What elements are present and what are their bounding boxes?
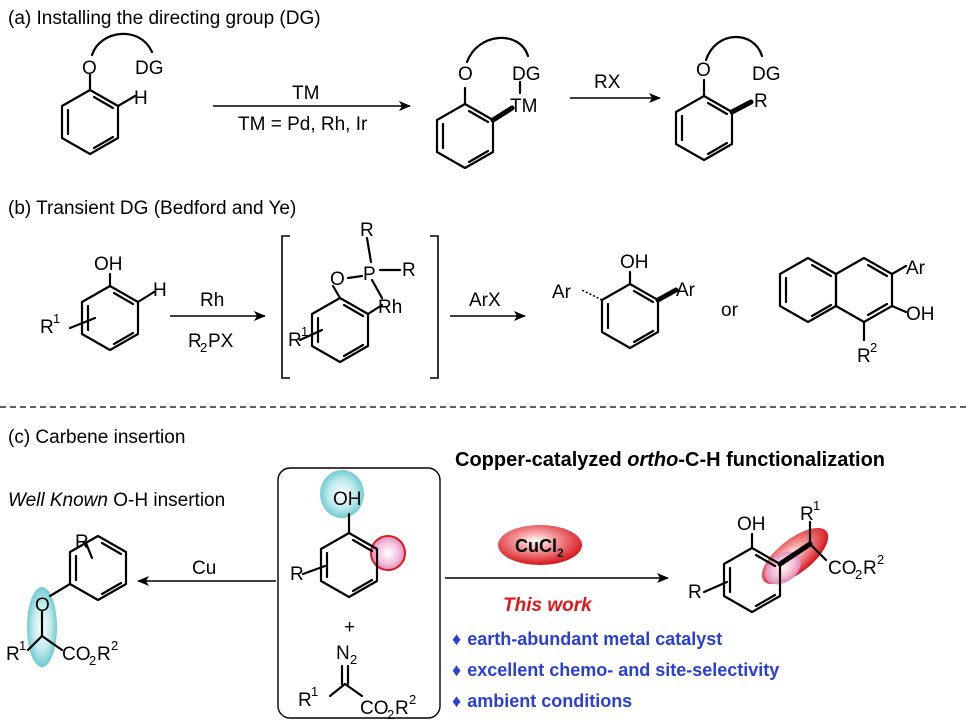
svg-text:R: R — [800, 504, 814, 525]
cucl2-catalyst-badge — [498, 525, 582, 565]
molecule-aryl-dg-start: O DG H — [60, 32, 164, 156]
molecule-diaryl-phenol: OH Ar Ar — [552, 252, 696, 350]
svg-text:R: R — [298, 690, 312, 711]
svg-text:DG: DG — [512, 64, 541, 85]
svg-text:R: R — [754, 91, 768, 112]
svg-text:R: R — [857, 346, 871, 367]
reagent-rx: RX — [594, 72, 621, 93]
svg-text:OH: OH — [333, 489, 362, 510]
svg-text:2: 2 — [409, 692, 416, 707]
svg-text:2: 2 — [89, 653, 96, 668]
svg-text:CO: CO — [828, 558, 857, 579]
bracket-right — [430, 235, 439, 379]
svg-text:Ar: Ar — [906, 258, 926, 279]
feature-list: ♦earth-abundant metal catalyst ♦excellen… — [452, 629, 779, 711]
svg-text:H: H — [153, 280, 167, 301]
svg-text:OH: OH — [620, 252, 649, 273]
svg-text:R: R — [863, 558, 877, 579]
molecule-naphthol: Ar OH R 2 — [778, 256, 935, 367]
svg-text:1: 1 — [19, 638, 26, 653]
section-a-title: (a) Installing the directing group (DG) — [8, 8, 321, 29]
svg-text:Ar: Ar — [552, 282, 572, 303]
svg-text:1: 1 — [311, 684, 318, 699]
svg-text:R: R — [188, 331, 202, 352]
svg-text:R: R — [97, 644, 111, 665]
molecule-phenol-c: OH R — [290, 489, 379, 599]
reagent-arx: ArX — [469, 290, 501, 311]
diazo-compound: N 2 R 1 CO 2 R 2 — [298, 643, 416, 722]
svg-text:R: R — [40, 317, 54, 338]
ortho-ch-highlight — [370, 535, 406, 571]
reagent-cu: Cu — [192, 558, 216, 579]
molecule-ortho-product: OH R 1 CO 2 R 2 R — [688, 498, 884, 614]
well-known-label: Well Known O-H insertion — [8, 490, 225, 511]
this-work-label: This work — [503, 595, 593, 616]
svg-text:1: 1 — [301, 324, 308, 339]
svg-text:P: P — [363, 264, 376, 285]
molecule-ether-product: R O R 1 CO 2 R 2 — [6, 532, 128, 668]
svg-text:H: H — [134, 88, 148, 109]
svg-text:DG: DG — [135, 58, 164, 79]
feature-item: ♦ambient conditions — [452, 691, 632, 711]
bracket-left — [281, 235, 290, 379]
feature-item: ♦earth-abundant metal catalyst — [452, 629, 722, 649]
svg-text:2: 2 — [855, 567, 862, 582]
plus-sign: + — [344, 617, 355, 638]
reagent-tm: TM — [292, 83, 319, 104]
svg-text:1: 1 — [53, 311, 60, 326]
svg-text:R: R — [75, 532, 89, 553]
svg-text:R: R — [402, 260, 416, 281]
svg-text:O: O — [35, 595, 50, 616]
section-b-title: (b) Transient DG (Bedford and Ye) — [8, 198, 296, 219]
svg-text:TM: TM — [510, 96, 537, 117]
molecule-rh-intermediate: O P R R Rh R 1 — [288, 220, 416, 364]
svg-text:2: 2 — [350, 652, 357, 667]
svg-text:OH: OH — [737, 514, 766, 535]
svg-text:O: O — [330, 269, 345, 290]
svg-text:N: N — [336, 643, 350, 664]
svg-text:R: R — [6, 644, 20, 665]
svg-text:2: 2 — [200, 340, 207, 355]
svg-text:R: R — [290, 564, 304, 585]
svg-text:OH: OH — [906, 304, 935, 325]
svg-text:2: 2 — [387, 707, 394, 722]
svg-text:2: 2 — [111, 638, 118, 653]
svg-text:R: R — [688, 582, 702, 603]
svg-text:R: R — [360, 220, 374, 241]
svg-text:CO: CO — [360, 698, 389, 719]
feature-item: ♦excellent chemo- and site-selectivity — [452, 660, 779, 680]
panel-c-title: Copper-catalyzed ortho-C-H functionaliza… — [455, 449, 885, 471]
tm-condition: TM = Pd, Rh, Ir — [238, 114, 368, 135]
molecule-aryl-product: O DG R — [674, 35, 781, 162]
svg-text:O: O — [696, 60, 711, 81]
svg-text:O: O — [82, 58, 97, 79]
svg-text:2: 2 — [870, 340, 877, 355]
svg-text:R: R — [288, 330, 302, 351]
svg-text:Rh: Rh — [378, 297, 402, 318]
svg-text:2: 2 — [877, 552, 884, 567]
svg-text:OH: OH — [94, 254, 123, 275]
cucl2-label: CuCl2 — [515, 536, 564, 560]
svg-text:CO: CO — [62, 644, 91, 665]
svg-text:DG: DG — [752, 64, 781, 85]
oh-highlight — [320, 470, 364, 518]
molecule-metallacycle: O DG TM — [435, 36, 541, 170]
reagent-rh: Rh — [200, 290, 224, 311]
molecule-phenol-b: OH H R 1 — [40, 254, 167, 352]
section-c-title: (c) Carbene insertion — [8, 427, 185, 448]
svg-text:R: R — [395, 698, 409, 719]
svg-text:Ar: Ar — [676, 280, 696, 301]
svg-text:PX: PX — [208, 331, 234, 352]
svg-text:1: 1 — [813, 498, 820, 513]
or-label: or — [721, 300, 739, 321]
substrate-box — [277, 467, 441, 719]
svg-text:O: O — [458, 64, 473, 85]
